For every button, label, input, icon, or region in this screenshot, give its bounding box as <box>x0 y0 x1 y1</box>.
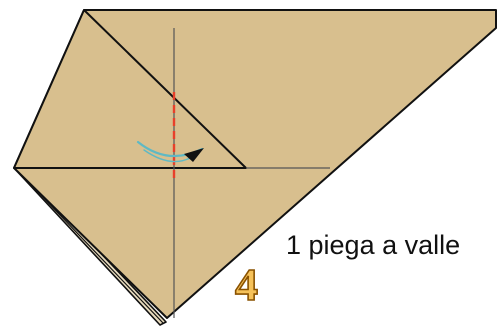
curved-arrow-right-icon <box>136 140 204 163</box>
fold-instruction: 1 piega a valle <box>286 230 461 260</box>
step-number: 4 <box>234 259 259 310</box>
paper-upper-flap <box>13 9 247 169</box>
